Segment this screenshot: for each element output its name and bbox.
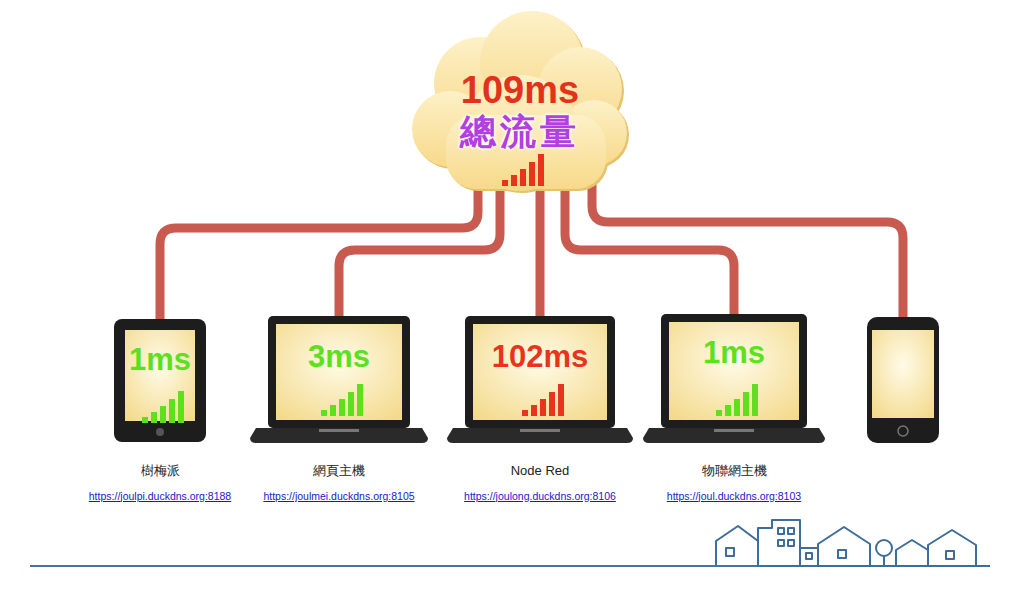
latency-value: 3ms (250, 341, 428, 372)
signal-bar (522, 410, 528, 416)
signal-bar (520, 169, 526, 186)
device-url: https://joulmei.duckdns.org:8105 (190, 490, 488, 503)
total-latency: 109ms (410, 71, 630, 111)
houses-illustration (716, 520, 990, 566)
signal-bar (511, 175, 517, 186)
device-name: Node Red (387, 463, 693, 479)
signal-bar (529, 162, 535, 186)
signal-bar (549, 392, 555, 416)
signal-bar (339, 399, 345, 416)
device-outline (113, 318, 207, 443)
signal-bars (714, 383, 760, 417)
tablet-node: 1ms樹梅派https://joulpi.duckdns.org:8188 (113, 318, 207, 443)
device-caption: Node Red https://joulong.duckdns.org:8106 (387, 443, 693, 502)
laptop-notch (520, 429, 560, 432)
laptop-screen (473, 324, 607, 420)
phone-screen (872, 330, 934, 418)
device-caption: 物聯網主機 https://joul.duckdns.org:8103 (583, 443, 885, 502)
laptop-notch (319, 429, 359, 432)
home-button (156, 428, 164, 436)
signal-bar (357, 384, 363, 416)
tablet-frame (114, 319, 206, 442)
phone-frame (867, 317, 939, 443)
network-link (592, 181, 903, 318)
signal-bar (531, 405, 537, 416)
signal-bar (734, 399, 740, 416)
signal-bar (178, 391, 184, 423)
network-link (339, 181, 500, 317)
signal-bar (502, 180, 508, 186)
latency-value: 102ms (447, 341, 633, 372)
signal-bar (752, 384, 758, 416)
laptop-node: 3ms網頁主機https://joulmei.duckdns.org:8105 (250, 315, 428, 443)
signal-bar (725, 405, 731, 416)
device-name: 物聯網主機 (583, 463, 885, 479)
device-name: 網頁主機 (190, 463, 488, 479)
device-outline (447, 315, 633, 443)
laptop-lid (661, 314, 807, 428)
device-url: https://joulong.duckdns.org:8106 (387, 490, 693, 503)
signal-bar (142, 417, 148, 423)
signal-bars (140, 390, 186, 424)
device-caption: 樹梅派 https://joulpi.duckdns.org:8188 (53, 443, 267, 502)
device-outline (643, 313, 825, 443)
signal-bar (321, 410, 327, 416)
signal-bars (500, 153, 546, 187)
latency-value: 1ms (113, 344, 207, 375)
signal-bar (716, 410, 722, 416)
device-url: https://joul.duckdns.org:8103 (583, 490, 885, 503)
total-traffic-label: 總流量 (410, 111, 630, 152)
device-name: 樹梅派 (53, 463, 267, 479)
laptop-screen (276, 324, 402, 420)
signal-bars (319, 383, 365, 417)
laptop-base (250, 428, 428, 443)
laptop-node: 102msNode Redhttps://joulong.duckdns.org… (447, 315, 633, 443)
signal-bars (520, 383, 566, 417)
device-outline (250, 315, 428, 443)
signal-bar (160, 406, 166, 423)
laptop-base (447, 428, 633, 443)
laptop-lid (465, 316, 615, 428)
device-url: https://joulpi.duckdns.org:8188 (53, 490, 267, 503)
signal-bar (538, 154, 544, 186)
phone-node (866, 316, 940, 444)
signal-bar (330, 405, 336, 416)
signal-bar (151, 412, 157, 423)
laptop-lid (268, 316, 410, 428)
device-caption: 網頁主機 https://joulmei.duckdns.org:8105 (190, 443, 488, 502)
latency-value: 1ms (643, 337, 825, 368)
signal-bar (348, 392, 354, 416)
cloud-node: 109ms總流量 (410, 5, 630, 195)
signal-bar (169, 399, 175, 423)
signal-bar (558, 384, 564, 416)
laptop-node: 1ms物聯網主機https://joul.duckdns.org:8103 (643, 313, 825, 443)
laptop-base (643, 428, 825, 443)
laptop-notch (714, 429, 754, 432)
home-button (898, 426, 908, 436)
network-link (536, 181, 545, 317)
device-outline (866, 316, 940, 444)
signal-bar (540, 399, 546, 416)
signal-bar (743, 392, 749, 416)
ground-line (30, 565, 760, 567)
